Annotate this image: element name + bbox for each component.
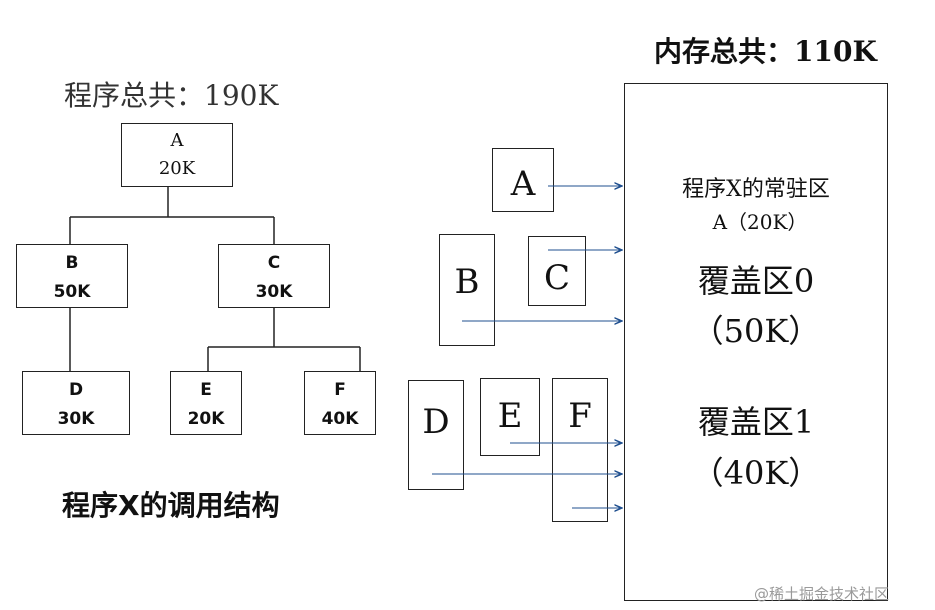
tree-node-b-size: 50K xyxy=(53,282,91,302)
tree-node-c: C 30K xyxy=(218,244,330,308)
resident-area-line2: A（20K） xyxy=(712,210,808,234)
module-a-label: A xyxy=(510,164,536,204)
memory-total-title: 内存总共：110K xyxy=(654,35,877,68)
tree-node-f-size: 40K xyxy=(321,409,359,429)
tree-node-e: E 20K xyxy=(170,371,242,435)
module-e-label: E xyxy=(497,396,523,436)
tree-node-e-name: E xyxy=(200,380,212,400)
module-e-box: E xyxy=(480,378,540,456)
tree-node-d: D 30K xyxy=(22,371,130,435)
call-structure-caption: 程序X的调用结构 xyxy=(62,489,280,522)
tree-node-a-size: 20K xyxy=(158,158,196,179)
tree-node-f-name: F xyxy=(334,380,346,400)
tree-node-b-name: B xyxy=(65,253,79,273)
tree-node-d-size: 30K xyxy=(57,409,95,429)
tree-node-b: B 50K xyxy=(16,244,128,308)
module-f-label: F xyxy=(568,396,592,436)
tree-node-c-name: C xyxy=(267,253,281,273)
module-b-box: B xyxy=(439,234,495,346)
module-b-label: B xyxy=(454,262,480,302)
module-d-box: D xyxy=(408,380,464,490)
overlay-zone-1-label: 覆盖区1 xyxy=(697,403,815,441)
module-a-box: A xyxy=(492,148,554,212)
module-c-label: C xyxy=(543,258,570,298)
module-d-label: D xyxy=(422,402,450,442)
overlay-zone-1-size: （40K） xyxy=(691,454,821,492)
overlay-zone-0-label: 覆盖区0 xyxy=(697,262,815,300)
tree-node-d-name: D xyxy=(68,380,84,400)
tree-node-a-name: A xyxy=(170,130,184,151)
tree-node-f: F 40K xyxy=(304,371,376,435)
watermark: @稀土掘金技术社区 xyxy=(754,585,890,603)
memory-block xyxy=(624,83,888,601)
module-f-box: F xyxy=(552,378,608,522)
tree-node-e-size: 20K xyxy=(187,409,225,429)
overlay-zone-0-size: （50K） xyxy=(691,312,821,350)
module-c-box: C xyxy=(528,236,586,306)
tree-node-c-size: 30K xyxy=(255,282,293,302)
resident-area-line1: 程序X的常驻区 xyxy=(682,177,830,202)
tree-node-a: A 20K xyxy=(121,123,233,187)
program-total-title: 程序总共：190K xyxy=(64,79,279,112)
